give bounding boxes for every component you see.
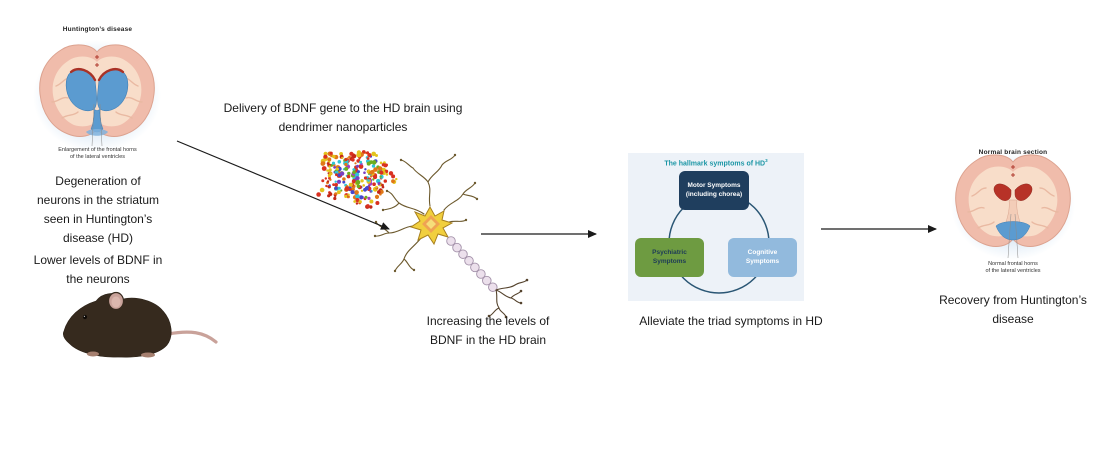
mouse-tail [166,330,218,344]
mouse-eye [82,314,88,320]
neuron-dendrites [374,154,478,272]
hd-ventricle-stem [90,108,104,133]
cognitive-symptoms-box: Cognitive Symptoms [728,238,797,277]
neuron-illustration [373,153,529,319]
hd-brain-caption: Enlargement of the frontal horns of the … [58,147,137,160]
mouse-illustration [62,291,218,358]
mouse-eye-highlight [83,315,85,317]
hd-brain-illustration [33,40,161,152]
psychiatric-symptoms-box: Psychiatric Symptoms [635,238,704,277]
hd-caudate-rims [69,68,125,82]
mouse-hind-foot [141,352,155,358]
recovery-step-label: Recovery from Huntington’s disease [939,293,1087,326]
symptoms-panel-title: The hallmark symptoms of HD3 [628,158,804,167]
delivery-step-label: Delivery of BDNF gene to the HD brain us… [223,101,463,134]
normal-brain-title: Normal brain section [978,149,1048,156]
symptoms-panel-title-text: The hallmark symptoms of HD [664,160,766,168]
normal-brain-illustration [951,152,1075,260]
normal-brain-midline-marks [1011,165,1015,177]
hd-bottom-flare [86,129,108,136]
dendrimer-illustration [316,150,398,209]
arrow-delivery-to-neuron [176,140,390,230]
hd-brain-title: Huntington’s disease [62,26,133,33]
normal-ventricle-right [1014,183,1033,201]
increasing-step-label: Increasing the levels of BDNF in the HD … [426,314,550,347]
normal-ventricle-left [993,183,1012,201]
neuron-nucleolus [426,219,436,229]
mouse-ear-inner [111,296,121,308]
normal-brain-gyri [967,187,1059,229]
hd-caption-pointer-lines [91,103,103,147]
hd-brain-midline-marks [95,55,99,67]
neuron-terminal-boutons [487,278,529,319]
lower-bdnf-note: Lower levels of BDNF in the neurons [33,253,163,286]
alleviate-step-label: Alleviate the triad symptoms in HD [639,314,823,328]
normal-brain-caption: Normal frontal horns of the lateral vent… [985,261,1041,274]
mouse-front-foot [87,351,99,357]
symptoms-panel-title-superscript: 3 [765,158,768,163]
neuron-axon-terminals [488,279,528,318]
normal-bottom-blue-patch [995,221,1031,241]
motor-symptoms-box: Motor Symptoms (including chorea) [679,171,749,210]
mouse-body [62,293,172,358]
neuron-axon-myelin [446,236,498,292]
normal-caption-pointer-lines [1007,213,1019,259]
symptoms-panel: The hallmark symptoms of HD3 Motor Sympt… [628,153,804,301]
degeneration-note: Degeneration of neurons in the striatum … [36,174,160,245]
dendrimer-dots [316,150,398,209]
neuron-dendrite-tips [373,153,479,273]
